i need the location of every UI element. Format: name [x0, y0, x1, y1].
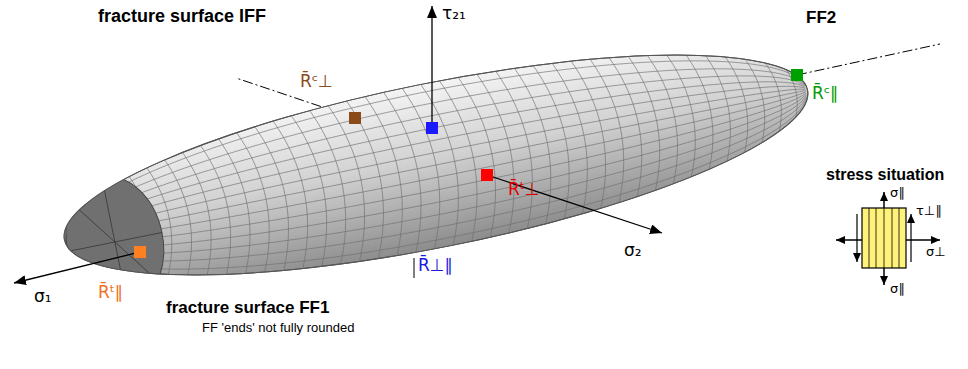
mesh-line	[64, 90, 805, 239]
axis-label: σ₁	[34, 287, 52, 307]
stress-label: σ∥	[890, 186, 905, 201]
stress-arrow	[836, 239, 862, 241]
mesh-line	[328, 102, 377, 261]
fiber-line	[892, 208, 893, 268]
shear-arrow	[856, 214, 857, 262]
mesh-line	[458, 74, 508, 237]
mesh-line	[745, 57, 771, 142]
mesh-line	[552, 60, 599, 214]
strength-label: R̄⊥∥	[418, 256, 453, 276]
mesh-line	[52, 30, 805, 240]
strength-point	[791, 69, 803, 81]
note-text: FF 'ends' not fully rounded	[202, 321, 354, 336]
ud-element	[862, 208, 906, 268]
stress-label: σ⊥	[926, 245, 946, 260]
strength-point	[426, 122, 438, 134]
body-outline	[48, 10, 823, 321]
fiber-line	[876, 208, 877, 268]
mesh-line	[291, 112, 338, 266]
ff1-cap	[55, 168, 175, 316]
mesh-line	[609, 55, 652, 197]
fiber-line	[899, 208, 900, 268]
stress-arrow	[883, 192, 885, 208]
mesh-line	[64, 90, 820, 312]
stress-arrow	[883, 268, 885, 285]
sigma1-axis	[14, 252, 140, 283]
mesh-line	[590, 56, 635, 202]
mesh-line	[706, 53, 739, 161]
mesh-line	[496, 68, 545, 229]
strength-label: R̄ᶜ∥	[812, 84, 839, 104]
strength-point	[481, 169, 493, 181]
strength-label: R̄ᵗ∥	[98, 283, 123, 303]
leader-line	[414, 258, 415, 278]
stress-label: τ⊥∥	[916, 204, 942, 219]
mesh-line	[533, 62, 581, 219]
stress-label: σ∥	[890, 282, 905, 297]
mesh-line	[725, 55, 755, 153]
mesh-line	[628, 54, 670, 191]
axis-label: σ₂	[624, 241, 642, 261]
mesh-line	[165, 157, 201, 274]
ff1-cap-surface	[55, 168, 175, 316]
strength-label: R̄ᶜ⊥	[300, 72, 333, 92]
mesh-line	[347, 98, 396, 259]
strength-label: R̄ᵗ⊥	[508, 180, 540, 200]
mesh-line	[219, 136, 261, 273]
mesh-line	[439, 77, 489, 241]
mesh-line	[64, 90, 817, 300]
tau21-axis	[431, 6, 432, 128]
mesh-line	[200, 143, 240, 275]
mesh-line	[50, 18, 806, 240]
surface-label: fracture surface FF1	[166, 298, 329, 318]
mesh-line	[183, 150, 221, 275]
mesh-line	[514, 65, 562, 224]
fiber-line	[884, 208, 885, 268]
surface-label: fracture surface IFF	[98, 6, 266, 27]
mesh-line	[402, 85, 452, 249]
mesh-line	[477, 71, 527, 233]
mesh-line	[686, 53, 722, 170]
axis-extension	[797, 44, 940, 75]
mesh-line	[64, 90, 815, 288]
mesh-line	[571, 58, 617, 208]
mesh-line	[421, 81, 471, 245]
inset-title: stress situation	[826, 166, 944, 184]
strength-point	[349, 112, 361, 124]
fracture-body	[48, 10, 823, 321]
mesh-line	[365, 93, 415, 256]
mesh-line	[648, 53, 688, 184]
body-surface	[48, 10, 823, 321]
mesh-line	[310, 107, 358, 264]
axis-label: τ₂₁	[442, 4, 466, 24]
mesh-line	[667, 53, 705, 177]
strength-point	[134, 246, 146, 258]
fiber-line	[869, 208, 870, 268]
mesh-line	[273, 118, 319, 269]
mesh-line	[237, 130, 280, 272]
cap-line	[72, 190, 157, 294]
sigma2-axis	[487, 175, 662, 233]
mesh-line	[384, 89, 434, 253]
shear-arrow	[910, 214, 911, 262]
mesh-line	[64, 90, 810, 264]
mesh-line	[765, 61, 786, 131]
surface-label: FF2	[806, 8, 836, 28]
mesh-line	[255, 124, 300, 271]
